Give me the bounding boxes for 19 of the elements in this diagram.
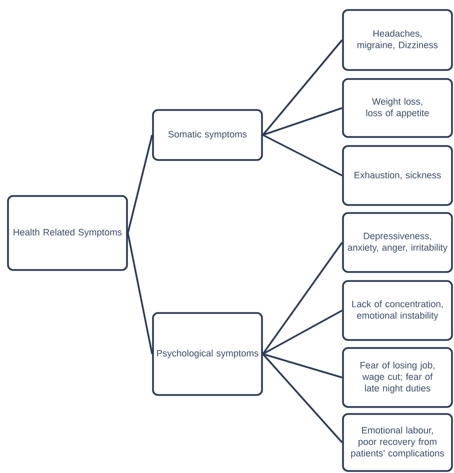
- connector-line: [262, 353, 342, 378]
- connector-line: [262, 107, 342, 136]
- connector-line: [262, 353, 343, 444]
- symptom-box: Emotional labour, poor recovery from patients' complications: [342, 413, 453, 472]
- connector-line: [262, 39, 343, 136]
- symptom-box: Fear of losing job, wage cut; fear of late night duties: [342, 347, 453, 408]
- symptom-box: Health Related Symptoms: [7, 195, 128, 271]
- symptom-box: Depressiveness, anxiety, anger, irritability: [342, 212, 453, 273]
- symptom-box: Somatic symptoms: [152, 109, 263, 161]
- connector-line: [127, 232, 153, 354]
- connector-line: [262, 242, 343, 355]
- symptom-box: Weight loss, loss of appetite: [342, 78, 453, 138]
- symptom-box: Lack of concentration, emotional instability: [342, 280, 453, 341]
- symptom-box: Psychological symptoms: [152, 312, 263, 396]
- symptom-box: Exhaustion, sickness: [342, 145, 453, 206]
- connector-line: [262, 310, 343, 355]
- symptom-box: Headaches, migraine, Dizziness: [342, 9, 453, 71]
- connector-line: [127, 134, 153, 234]
- connector-line: [262, 134, 342, 176]
